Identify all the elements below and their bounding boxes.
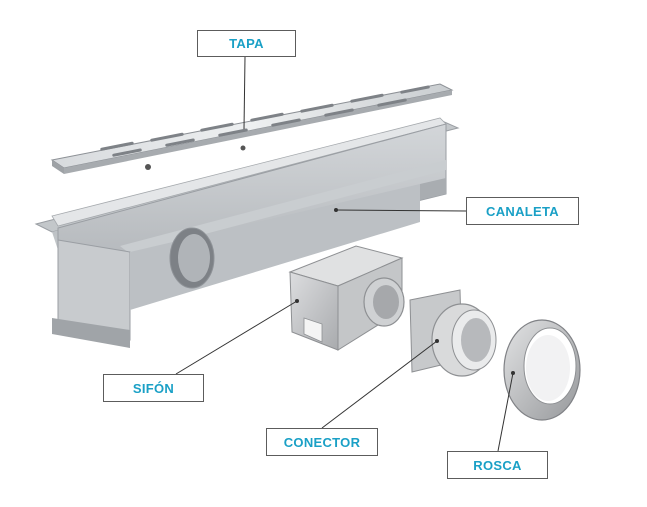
leader-line-canaleta [335, 209, 467, 212]
tapa-grate [50, 83, 454, 174]
rosca-ring [503, 319, 581, 421]
label-canaleta: CANALETA [466, 197, 579, 225]
grate-slots [100, 85, 430, 157]
conector-part [409, 289, 497, 377]
canaleta-channel [34, 117, 460, 348]
label-conector: CONECTOR [266, 428, 378, 456]
leader-line-conector [321, 340, 438, 429]
label-rosca: ROSCA [447, 451, 548, 479]
label-tapa: TAPA [197, 30, 296, 57]
leader-line-sifon [175, 300, 298, 375]
label-sifon: SIFÓN [103, 374, 204, 402]
leader-line-rosca [497, 372, 514, 452]
leader-line-tapa [243, 56, 246, 130]
leader-lines [175, 56, 514, 452]
sifon-trap [288, 245, 405, 351]
